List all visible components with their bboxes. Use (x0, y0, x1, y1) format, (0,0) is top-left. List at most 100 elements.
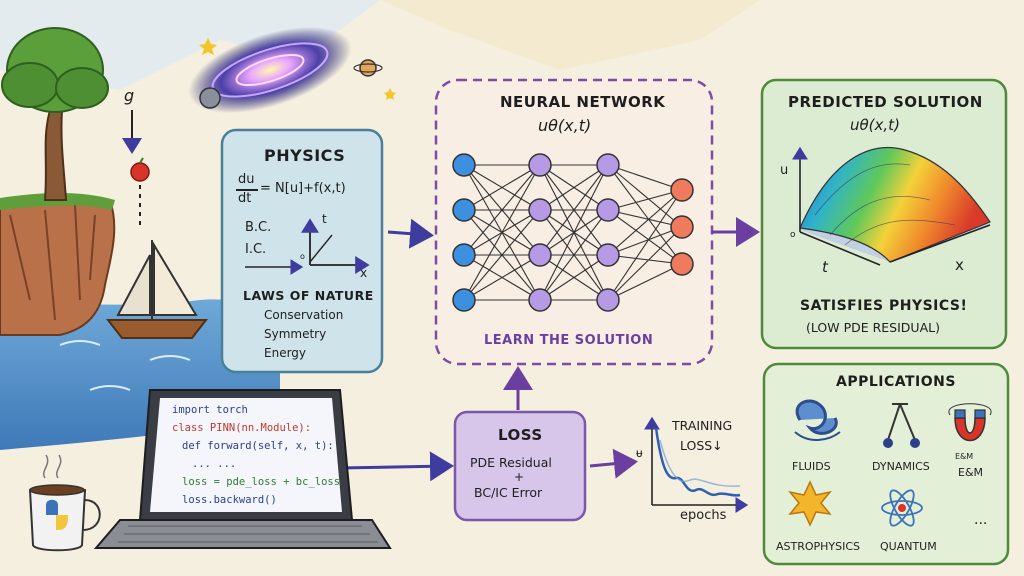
surface-plot (792, 146, 991, 266)
hidden-node (596, 153, 620, 177)
star-icon (384, 88, 396, 100)
axis-x-label: x (360, 266, 368, 280)
output-node (670, 215, 694, 239)
hidden-node (596, 243, 620, 267)
network-connection (463, 164, 541, 256)
network-connection (607, 254, 683, 265)
network-connection (539, 164, 609, 211)
network-connection (607, 164, 683, 228)
app-label-more: ... (974, 512, 988, 528)
network-connection (463, 164, 541, 301)
app-label-em-small: E&M (955, 452, 974, 461)
cliff (0, 193, 116, 336)
network-connection (607, 164, 683, 191)
wave-icon (794, 399, 841, 441)
code-line: import torch (172, 404, 248, 416)
bc-label: B.C. (245, 220, 272, 235)
app-label-quantum: QUANTUM (880, 540, 937, 553)
network-panel (434, 78, 714, 366)
network-connection (607, 189, 683, 301)
applications-title: APPLICATIONS (836, 374, 956, 390)
solution-axis-x: x (955, 256, 964, 274)
network-connection (607, 189, 683, 211)
tree (1, 27, 109, 201)
loss-title: LOSS (498, 426, 543, 444)
equation-lhs-num: du (238, 172, 255, 187)
network-nodes (452, 153, 694, 312)
code-line: ... ... (192, 458, 237, 470)
apple-icon (130, 162, 150, 182)
equation-lhs-den: dt (238, 191, 252, 206)
network-connection (539, 209, 609, 301)
input-node (452, 288, 476, 312)
network-connection (539, 164, 609, 301)
app-label-astrophysics: ASTROPHYSICS (776, 540, 861, 553)
code-line: loss.backward() (182, 494, 277, 506)
training-title: TRAINING (672, 418, 733, 433)
loss-line-1: PDE Residual (470, 455, 552, 470)
network-connection (607, 209, 683, 228)
network-connection (463, 164, 541, 211)
training-ylabel: ᵾ (636, 446, 643, 460)
network-connection (539, 254, 609, 301)
laws-title: LAWS OF NATURE (243, 288, 374, 303)
law-item: Energy (264, 346, 307, 360)
equation-rhs: = N[u]+f(x,t) (260, 181, 346, 196)
planet-icon (359, 59, 377, 77)
pendulum-icon (883, 403, 920, 448)
hidden-node (528, 198, 552, 222)
coffee-mug (28, 454, 101, 552)
app-label-fluids: FLUIDS (792, 460, 831, 473)
input-node (452, 243, 476, 267)
loss-line-2: BC/IC Error (474, 485, 543, 500)
star-icon (199, 38, 217, 55)
solution-axis-origin: o (790, 230, 796, 240)
network-formula: uθ(x,t) (538, 116, 592, 135)
network-connection (539, 164, 609, 256)
network-edges (463, 164, 683, 301)
law-item: Conservation (264, 308, 344, 322)
hidden-node (528, 243, 552, 267)
training-loss-plot (644, 416, 749, 513)
training-xlabel: epochs (680, 508, 727, 523)
laptop (93, 389, 392, 549)
solution-caption-2: (LOW PDE RESIDUAL) (806, 320, 940, 335)
magnet-icon (948, 403, 992, 442)
output-node (670, 178, 694, 202)
hidden-node (596, 198, 620, 222)
network-connection (607, 263, 683, 301)
physics-panel (220, 128, 384, 374)
network-connection (607, 209, 683, 265)
law-item: Symmetry (264, 327, 327, 341)
solution-axis-u: u (780, 163, 789, 178)
gravity-label: g (124, 86, 135, 105)
fraction-bar (236, 189, 258, 191)
network-connection (607, 189, 683, 256)
network-connection (607, 226, 683, 256)
axis-t-label: t (322, 212, 327, 226)
sailboat (105, 240, 209, 339)
network-title: NEURAL NETWORK (500, 93, 666, 111)
solution-formula: uθ(x,t) (850, 116, 900, 134)
code-line: def forward(self, x, t): (182, 440, 334, 452)
input-node (452, 198, 476, 222)
app-label-em: E&M (958, 466, 984, 479)
app-label-dynamics: DYNAMICS (872, 460, 930, 473)
solution-caption-1: SATISFIES PHYSICS! (800, 298, 968, 314)
hidden-node (528, 288, 552, 312)
network-connection (607, 226, 683, 301)
physics-title: PHYSICS (264, 146, 346, 165)
loss-plus: + (514, 470, 525, 484)
hidden-node (528, 153, 552, 177)
solution-title: PREDICTED SOLUTION (788, 93, 983, 111)
axis-origin-label: o (300, 252, 305, 261)
atom-icon (881, 489, 923, 527)
planet-icon (199, 87, 221, 109)
star-icon (788, 480, 832, 527)
network-connection (463, 209, 541, 301)
solution-axis-t: t (822, 258, 828, 276)
code-line: class PINN(nn.Module): (172, 422, 312, 434)
network-caption: LEARN THE SOLUTION (484, 333, 654, 348)
output-node (670, 252, 694, 276)
